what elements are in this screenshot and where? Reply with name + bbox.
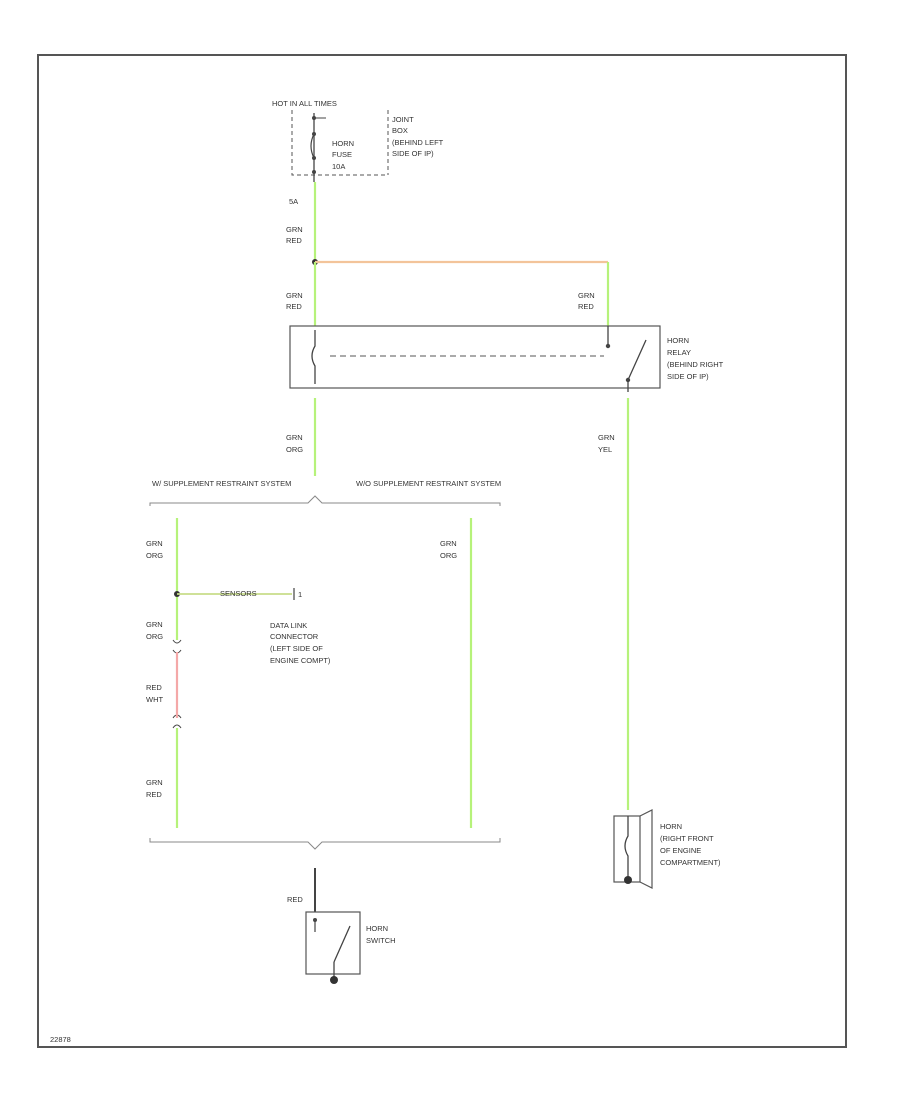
wire-label-w5-color2: YEL [598, 445, 612, 454]
joint-box-title: HOT IN ALL TIMES [272, 99, 337, 108]
joint-box-label-4: SIDE OF IP) [392, 149, 434, 158]
horn-fuse-label-3: 10A [332, 162, 345, 171]
wire-label-w4-color2: ORG [286, 445, 303, 454]
joint-box-label-3: (BEHIND LEFT [392, 138, 444, 147]
wire-label-w10-color1: GRN [146, 778, 163, 787]
wire-label-w5-color1: GRN [598, 433, 615, 442]
wire-label-w7-color2: ORG [146, 632, 163, 641]
sensors-tag: SENSORS [220, 589, 257, 598]
joint-box-label-2: BOX [392, 126, 408, 135]
joint-box-label-1: JOINT [392, 115, 414, 124]
horn-ground [624, 876, 632, 884]
horn-switch [305, 911, 361, 984]
horn-label-2: (RIGHT FRONT [660, 834, 714, 843]
wire-label-w6-color2: ORG [146, 551, 163, 560]
wire-label-w11: RED [287, 895, 303, 904]
wire-label-w6-color1: GRN [146, 539, 163, 548]
horn-relay [289, 325, 661, 392]
relay-label-3: (BEHIND RIGHT [667, 360, 724, 369]
horn-fuse [310, 113, 326, 182]
horn-switch-label-2: SWITCH [366, 936, 396, 945]
relay-label-2: RELAY [667, 348, 691, 357]
diagram-frame [37, 54, 847, 1048]
join-bracket [149, 838, 501, 850]
branch-bracket [149, 495, 501, 506]
wire-label-w9-color2: WHT [146, 695, 163, 704]
wire-label-w2-color1: GRN [286, 291, 303, 300]
branch-with-srs: W/ SUPPLEMENT RESTRAINT SYSTEM [152, 479, 291, 488]
wire-label-w9-color1: RED [146, 683, 162, 692]
horn-label-1: HORN [660, 822, 682, 831]
relay-label-4: SIDE OF IP) [667, 372, 709, 381]
wire-label-w4-color1: GRN [286, 433, 303, 442]
horn [613, 809, 653, 889]
wire-label-w10-color2: RED [146, 790, 162, 799]
wire-label-w1-color2: RED [286, 236, 302, 245]
branch-without-srs: W/O SUPPLEMENT RESTRAINT SYSTEM [356, 479, 501, 488]
sensors-pin: 1 [298, 590, 302, 599]
joint-box-outline [291, 110, 389, 176]
horn-label-4: COMPARTMENT) [660, 858, 721, 867]
relay-label-1: HORN [667, 336, 689, 345]
horn-switch-ground [330, 976, 338, 984]
data-link-label-4: ENGINE COMPT) [270, 656, 331, 665]
horn-fuse-label-1: HORN [332, 139, 354, 148]
wire-label-w8-color1: GRN [440, 539, 457, 548]
wire-label-w7-color1: GRN [146, 620, 163, 629]
fuse-terminal-label: 5A [289, 197, 298, 206]
horn-fuse-label-2: FUSE [332, 150, 352, 159]
wire-label-w3-color2: RED [578, 302, 594, 311]
wire-label-w1-color1: GRN [286, 225, 303, 234]
wire-label-w2-color2: RED [286, 302, 302, 311]
footer-code: 22878 [50, 1035, 71, 1044]
wire-label-w8-color2: ORG [440, 551, 457, 560]
data-link-label-1: DATA LINK [270, 621, 307, 630]
horn-label-3: OF ENGINE [660, 846, 701, 855]
data-link-label-3: (LEFT SIDE OF [270, 644, 323, 653]
data-link-label-2: CONNECTOR [270, 632, 319, 641]
horn-switch-label-1: HORN [366, 924, 388, 933]
wire-label-w3-color1: GRN [578, 291, 595, 300]
joint-box: HOT IN ALL TIMES JOINT BOX (BEHIND LEFT … [272, 99, 444, 182]
